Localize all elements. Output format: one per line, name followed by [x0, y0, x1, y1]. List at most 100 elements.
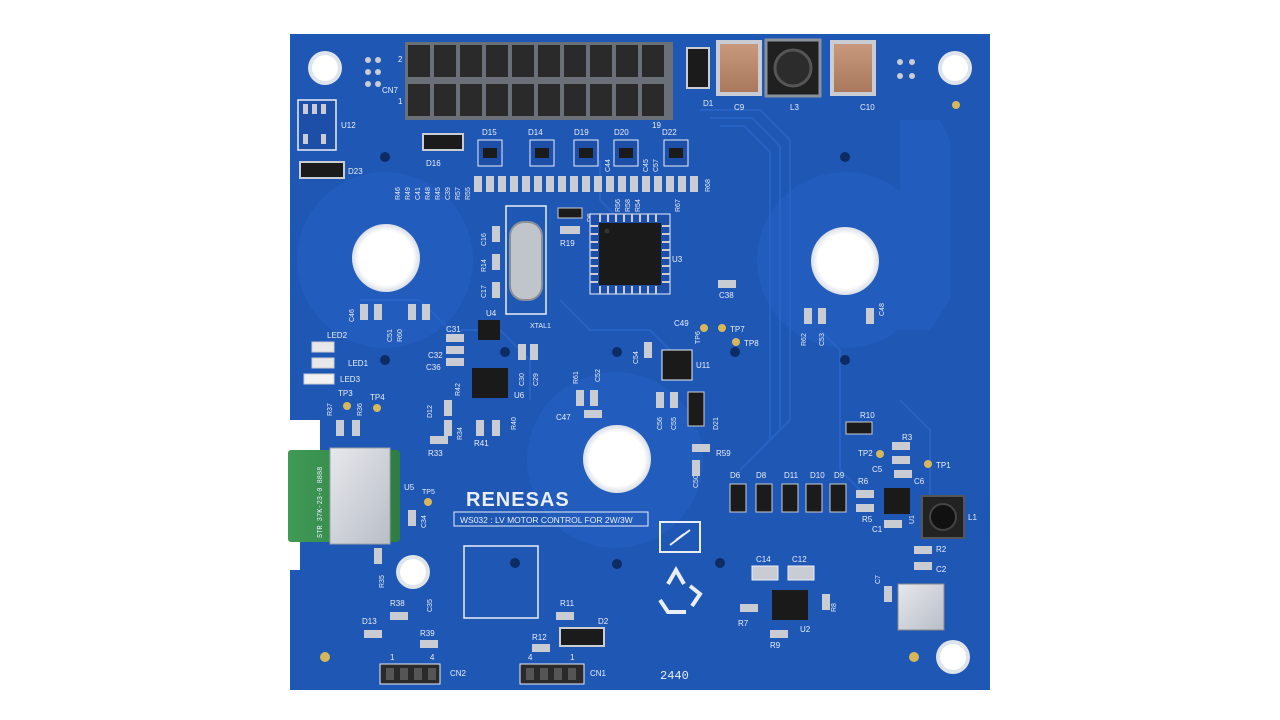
label-d21: D21	[713, 417, 720, 430]
label-r14: R14	[481, 259, 488, 272]
label-d22: D22	[662, 128, 677, 137]
label-c51: C51	[387, 329, 394, 342]
label-cn2-pin1: 1	[390, 653, 395, 662]
label-r37: R37	[327, 403, 334, 416]
passives-bottom-center	[532, 612, 574, 652]
testpoint-tp2	[876, 450, 884, 458]
label-tp8: TP8	[744, 339, 759, 348]
capacitor-c10	[830, 40, 876, 96]
chip-u4	[478, 320, 500, 340]
label-r60: R60	[397, 329, 404, 342]
label-r41: R41	[474, 439, 489, 448]
label-cn7: CN7	[382, 86, 399, 95]
crystal-xtal1	[505, 205, 547, 315]
diode-d21	[687, 391, 705, 427]
passives-u2	[740, 594, 830, 638]
testpoint-tp4	[373, 404, 381, 412]
diode-d16	[422, 133, 464, 151]
crystal-can	[509, 221, 543, 301]
label-c31: C31	[446, 325, 461, 334]
label-r57: R57	[455, 187, 462, 200]
passives-power	[856, 442, 932, 602]
label-c12: C12	[792, 555, 807, 564]
label-pin2: 2	[398, 55, 403, 64]
label-c54: C54	[633, 351, 640, 364]
label-r46: R46	[395, 187, 402, 200]
label-r7: R7	[738, 619, 749, 628]
label-cn2-pin4: 4	[430, 653, 435, 662]
label-r10: R10	[860, 411, 875, 420]
label-r56: R56	[615, 199, 622, 212]
label-d2: D2	[598, 617, 609, 626]
label-d1: D1	[703, 99, 714, 108]
label-c55: C55	[671, 417, 678, 430]
label-d16: D16	[426, 159, 441, 168]
board-notch-lower	[290, 540, 300, 570]
label-r61: R61	[573, 371, 580, 384]
passives-left	[360, 304, 538, 366]
label-d12: D12	[427, 405, 434, 418]
label-d13: D13	[362, 617, 377, 626]
label-d23: D23	[348, 167, 363, 176]
label-r39: R39	[420, 629, 435, 638]
resistor-r35	[374, 548, 382, 564]
label-c2: C2	[936, 565, 947, 574]
label-d20: D20	[614, 128, 629, 137]
label-d11: D11	[784, 471, 799, 480]
label-cn1: CN1	[590, 669, 607, 678]
label-r33: R33	[428, 449, 443, 458]
label-led2: LED2	[327, 331, 348, 340]
label-d19: D19	[574, 128, 589, 137]
mcu-u3	[589, 213, 671, 295]
wireless-module-u5	[288, 447, 400, 545]
label-u3: U3	[672, 255, 683, 264]
label-c44: C44	[605, 159, 612, 172]
diode-d23	[299, 161, 345, 179]
label-c9: C9	[734, 103, 745, 112]
label-r11: R11	[560, 599, 575, 608]
traces	[360, 109, 931, 500]
testpoint-tp1	[924, 460, 932, 468]
label-area	[463, 545, 539, 619]
label-c10: C10	[860, 103, 875, 112]
label-u11: U11	[696, 361, 711, 370]
label-pin1: 1	[398, 97, 403, 106]
label-c29: C29	[533, 373, 540, 386]
label-c5: C5	[872, 465, 883, 474]
label-led3: LED3	[340, 375, 361, 384]
label-u5: U5	[404, 483, 415, 492]
header-cn7	[405, 42, 673, 120]
label-d14: D14	[528, 128, 543, 137]
label-d8: D8	[756, 471, 767, 480]
label-led1: LED1	[348, 359, 369, 368]
diode-column	[729, 483, 847, 513]
label-r12: R12	[532, 633, 547, 642]
label-d6: D6	[730, 471, 741, 480]
label-r58: R58	[625, 199, 632, 212]
esd-icon	[659, 521, 701, 553]
passives-center	[576, 342, 710, 476]
label-l1: L1	[968, 513, 977, 522]
label-tp5: TP5	[422, 489, 435, 496]
resistor-r10	[845, 421, 873, 435]
label-r3: R3	[902, 433, 913, 442]
label-tp7: TP7	[730, 325, 745, 334]
diode-d5	[557, 207, 583, 219]
passives-u6	[430, 400, 500, 444]
label-c50: C50	[693, 475, 700, 488]
capacitor-c38	[718, 280, 736, 288]
large-holes	[352, 224, 879, 493]
label-r55: R55	[465, 187, 472, 200]
label-c46: C46	[349, 309, 356, 322]
label-c7: C7	[875, 575, 882, 584]
board-title: WS032 : LV MOTOR CONTROL FOR 2W/3W	[460, 515, 633, 525]
label-c47: C47	[556, 413, 571, 422]
label-c36: C36	[426, 363, 441, 372]
label-r5: R5	[862, 515, 873, 524]
chip-u2	[772, 590, 808, 620]
testpoint-tp5	[424, 498, 432, 506]
label-c49: C49	[674, 319, 689, 328]
label-c1: C1	[872, 525, 883, 534]
label-c45: C45	[643, 159, 650, 172]
label-c48: C48	[879, 303, 886, 316]
